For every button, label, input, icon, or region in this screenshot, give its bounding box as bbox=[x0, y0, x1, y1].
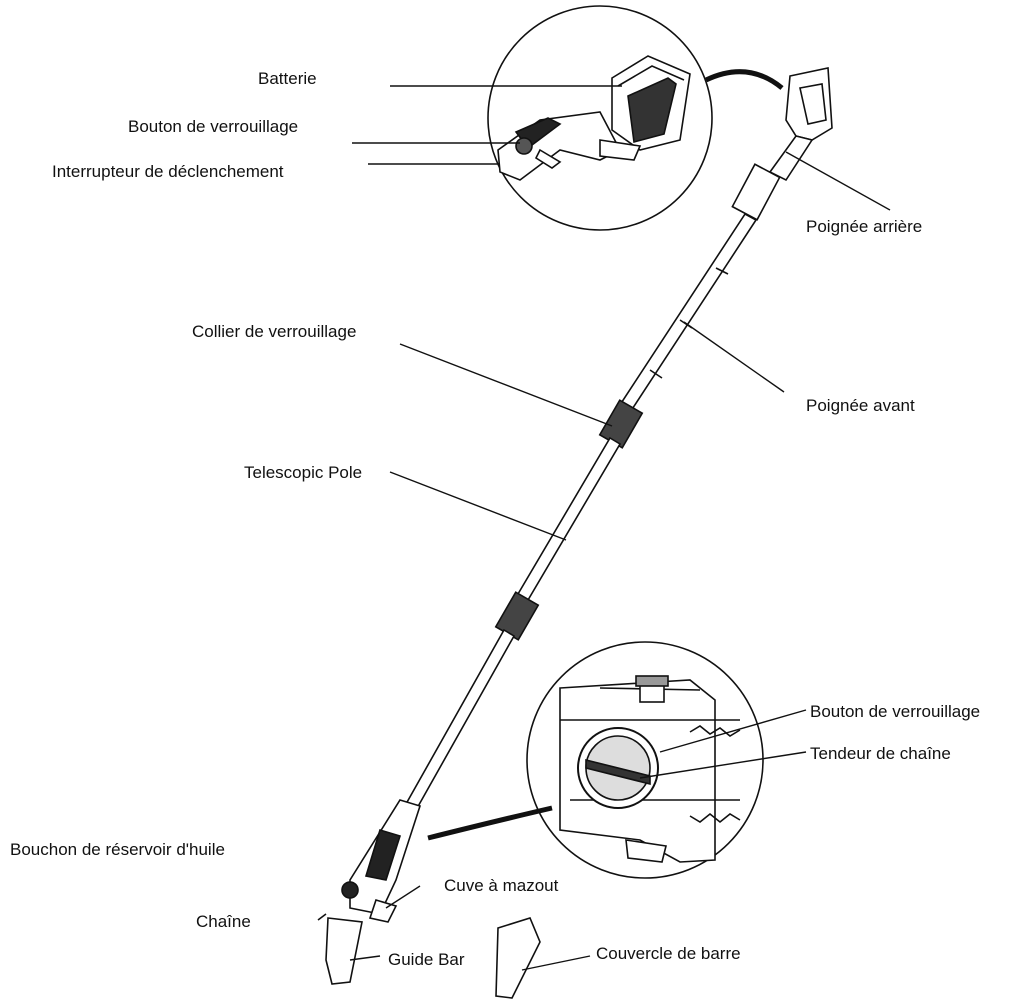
label-bouton-verrouillage-top: Bouton de verrouillage bbox=[128, 117, 299, 136]
label-bouchon: Bouchon de réservoir d'huile bbox=[10, 840, 225, 859]
bottom-zoom-arrow bbox=[427, 805, 553, 841]
label-chaine: Chaîne bbox=[196, 912, 251, 931]
label-bouton-verrouillage-detail: Bouton de verrouillage bbox=[810, 702, 981, 721]
tensioner-detail-circle bbox=[526, 641, 764, 879]
label-couvercle: Couvercle de barre bbox=[596, 944, 741, 963]
leader-lines bbox=[349, 85, 891, 971]
label-poignee-avant: Poignée avant bbox=[806, 396, 915, 415]
label-poignee-arriere: Poignée arrière bbox=[806, 217, 923, 236]
handle-detail-circle bbox=[487, 5, 713, 231]
label-guide-bar: Guide Bar bbox=[388, 950, 465, 969]
label-batterie: Batterie bbox=[258, 69, 317, 88]
label-telescopic-pole: Telescopic Pole bbox=[244, 463, 363, 482]
label-collier: Collier de verrouillage bbox=[192, 322, 357, 341]
top-zoom-arrow bbox=[704, 69, 784, 90]
label-interrupteur: Interrupteur de déclenchement bbox=[52, 162, 284, 181]
pole-saw bbox=[317, 67, 833, 999]
label-tendeur: Tendeur de chaîne bbox=[810, 744, 951, 763]
label-cuve: Cuve à mazout bbox=[444, 876, 559, 895]
